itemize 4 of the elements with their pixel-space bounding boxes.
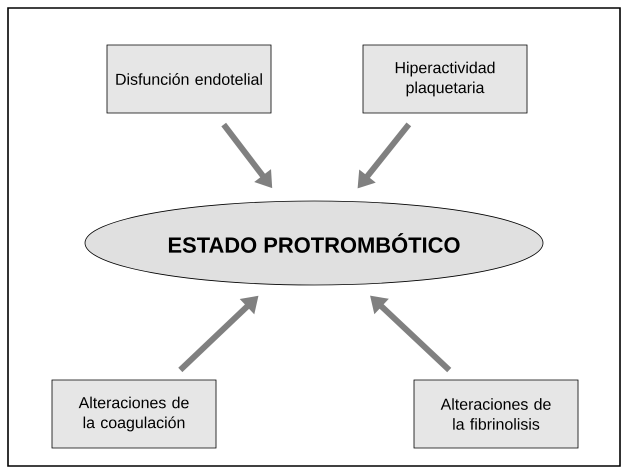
factor-box: Alteraciones de la fibrinolisis bbox=[414, 380, 578, 448]
factor-box: Hiperactividad plaquetaria bbox=[362, 44, 528, 114]
factor-box: Disfunción endotelial bbox=[106, 44, 272, 114]
factor-box: Alteraciones de la coagulación bbox=[52, 380, 216, 448]
